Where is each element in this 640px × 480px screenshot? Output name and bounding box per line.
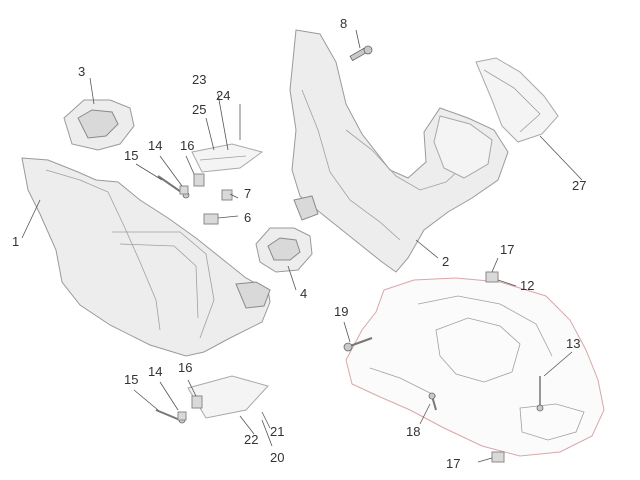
callout-14-lower: 14 [148,364,162,379]
callout-23: 23 [192,72,206,87]
part-19-screw [343,337,373,352]
part-7-clip [221,189,233,201]
callout-21: 21 [270,424,284,439]
callout-24: 24 [216,88,230,103]
part-2-handlebar-rear-cover [289,29,509,273]
callout-16-lower: 16 [178,360,192,375]
leader-lines [21,29,583,463]
callout-6: 6 [244,210,251,225]
part-18-screw [428,392,437,411]
part-13-screw [536,376,544,412]
part-4-top-cap [255,227,313,273]
part-17-clip-lower [491,451,505,463]
part-6-clip [203,213,219,225]
callout-1: 1 [12,234,19,249]
part-22-lower-cover-plate [187,375,269,419]
callout-20: 20 [270,450,284,465]
part-14-16-clips-lower [177,395,203,421]
callout-7: 7 [244,186,251,201]
callout-4: 4 [300,286,307,301]
callout-8: 8 [340,16,347,31]
callout-12: 12 [520,278,534,293]
callout-27: 27 [572,178,586,193]
callout-19: 19 [334,304,348,319]
part-17-clip-upper [485,271,499,283]
part-14-16-clips-upper [179,173,205,195]
callout-17-upper: 17 [500,242,514,257]
callout-15-lower: 15 [124,372,138,387]
callout-14-upper: 14 [148,138,162,153]
callout-16-upper: 16 [180,138,194,153]
part-3-top-cap [63,99,135,151]
callout-13: 13 [566,336,580,351]
callout-25: 25 [192,102,206,117]
callout-22: 22 [244,432,258,447]
part-27-side-panel [475,57,559,143]
part-8-screw [349,45,373,62]
part-1-handlebar-front-cover [21,157,271,357]
part-25-cover-plate [191,143,264,173]
part-12-lower-rear-panel [345,277,605,457]
callout-2: 2 [442,254,449,269]
callout-15-upper: 15 [124,148,138,163]
callout-17-lower: 17 [446,456,460,471]
callout-3: 3 [78,64,85,79]
callout-18: 18 [406,424,420,439]
